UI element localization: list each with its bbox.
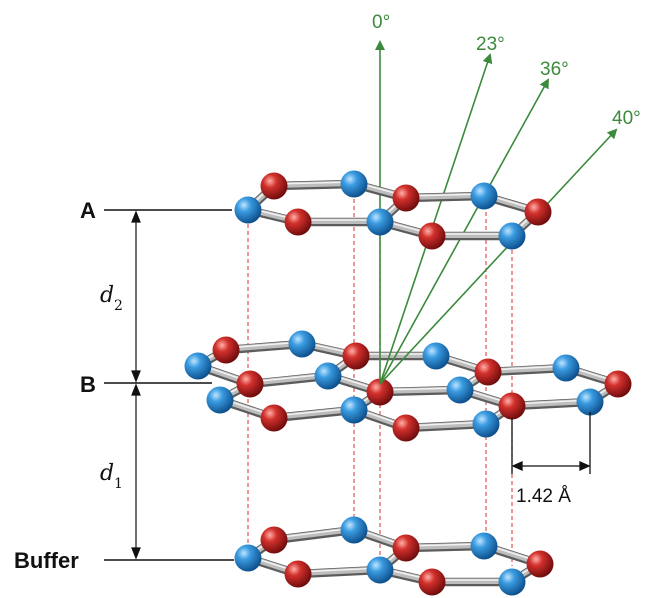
beam-arrows — [375, 40, 618, 385]
beam-40-arrow — [379, 128, 618, 385]
carbon-atom-sublattice-b — [284, 208, 312, 236]
carbon-atom-sublattice-a — [234, 196, 262, 224]
carbon-atom-sublattice-a — [234, 544, 262, 572]
carbon-atom-sublattice-b — [236, 370, 264, 398]
carbon-atom-sublattice-a — [206, 386, 234, 414]
carbon-atom-sublattice-a — [340, 516, 368, 544]
carbon-atom-sublattice-b — [392, 184, 420, 212]
carbon-atom-sublattice-a — [288, 330, 316, 358]
d1-subscript: 1 — [114, 476, 123, 492]
carbon-atom-sublattice-b — [392, 534, 420, 562]
beam-23-arrow — [379, 53, 493, 385]
carbon-atom-sublattice-a — [340, 396, 368, 424]
d1-arrow-down — [131, 547, 141, 560]
carbon-atom-sublattice-b — [366, 378, 394, 406]
a-layer-lattice — [234, 170, 552, 250]
d2-label: d — [100, 283, 114, 308]
d2-subscript: 2 — [114, 298, 123, 314]
carbon-atom-sublattice-b — [260, 404, 288, 432]
carbon-atom-sublattice-a — [314, 362, 342, 390]
bond-arrow-left — [511, 460, 523, 472]
carbon-atom-sublattice-a — [470, 532, 498, 560]
carbon-atom-sublattice-a — [472, 410, 500, 438]
d2-arrow-up — [131, 210, 141, 223]
carbon-atom-sublattice-a — [576, 388, 604, 416]
carbon-atom-sublattice-b — [604, 370, 632, 398]
carbon-atom-sublattice-b — [418, 568, 446, 596]
carbon-atom-sublattice-b — [498, 392, 526, 420]
carbon-atom-sublattice-a — [366, 208, 394, 236]
buffer-layer-label: Buffer — [14, 548, 79, 573]
carbon-atom-sublattice-a — [470, 182, 498, 210]
carbon-atom-sublattice-b — [260, 526, 288, 554]
carbon-atom-sublattice-b — [284, 560, 312, 588]
carbon-atom-sublattice-a — [498, 568, 526, 596]
carbon-atom-sublattice-b — [526, 550, 554, 578]
d1-arrow-up — [131, 383, 141, 396]
layer-a-label: A — [80, 198, 96, 223]
d1-label: d — [100, 461, 114, 486]
carbon-atom-sublattice-b — [474, 358, 502, 386]
carbon-atom-sublattice-a — [446, 376, 474, 404]
carbon-atom-sublattice-b — [524, 198, 552, 226]
carbon-atom-sublattice-a — [422, 342, 450, 370]
carbon-atom-sublattice-a — [498, 222, 526, 250]
angle-label-40: 40° — [612, 108, 641, 129]
carbon-atom-sublattice-b — [392, 414, 420, 442]
carbon-atom-sublattice-a — [340, 170, 368, 198]
b-layer-lattice — [184, 330, 632, 442]
angle-label-23: 23° — [476, 34, 505, 55]
carbon-atom-sublattice-b — [260, 172, 288, 200]
bond-length-label: 1.42 Å — [516, 486, 571, 507]
angle-label-36: 36° — [540, 59, 569, 80]
buffer-layer-lattice — [234, 516, 554, 596]
carbon-atom-sublattice-b — [212, 336, 240, 364]
carbon-atom-sublattice-a — [366, 556, 394, 584]
carbon-atom-sublattice-b — [418, 222, 446, 250]
carbon-atom-sublattice-a — [184, 352, 212, 380]
carbon-atom-sublattice-a — [552, 354, 580, 382]
d2-arrow-down — [131, 370, 141, 383]
bond-arrow-right — [579, 460, 591, 472]
angle-label-0: 0° — [372, 12, 390, 33]
layer-b-label: B — [80, 372, 96, 397]
carbon-atom-sublattice-b — [342, 342, 370, 370]
